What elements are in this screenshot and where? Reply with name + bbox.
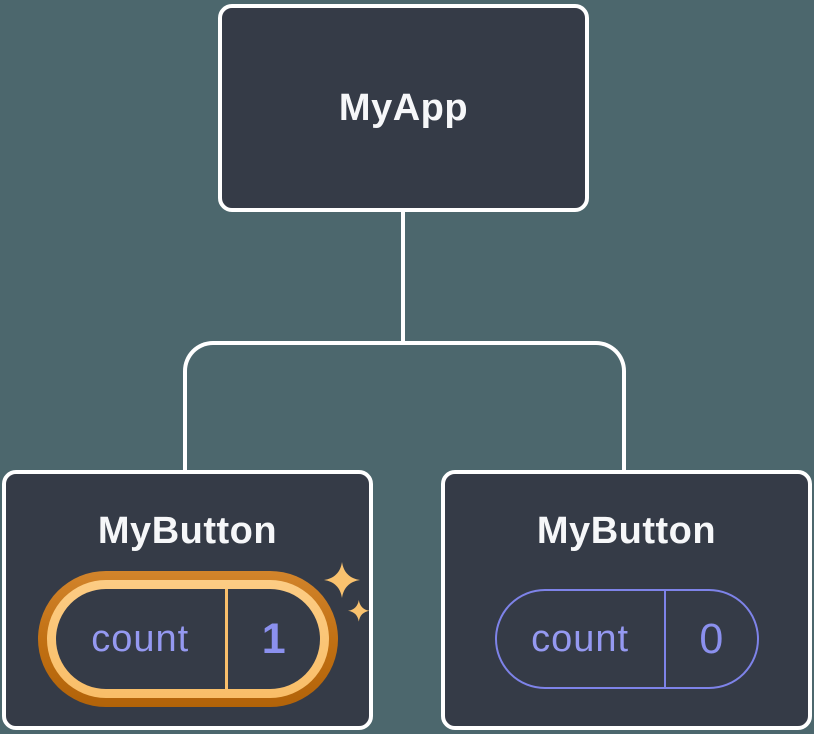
state-highlight-ring: count 1 [37, 571, 338, 707]
state-value: 1 [261, 614, 286, 663]
node-mybutton-plain: MyButton count 0 [441, 470, 812, 730]
state-pill-highlighted: count 1 [55, 589, 320, 689]
state-name: count [91, 617, 190, 660]
node-myapp-label: MyApp [338, 86, 469, 129]
state-pill-plain: count 0 [494, 589, 759, 689]
connector-root-line [401, 212, 405, 344]
state-highlight-ring-inner: count 1 [46, 580, 329, 698]
state-pill-divider [224, 589, 228, 689]
node-mybutton-plain-label: MyButton [536, 510, 717, 552]
state-pill-divider [663, 591, 667, 687]
node-mybutton-highlighted: MyButton count 1 [2, 470, 373, 730]
node-myapp: MyApp [218, 4, 589, 212]
sparkles-icon [324, 562, 370, 622]
state-name: count [531, 617, 630, 660]
state-value: 0 [699, 614, 724, 663]
node-mybutton-highlighted-label: MyButton [97, 510, 278, 552]
connector-branch-elbow [183, 341, 626, 470]
